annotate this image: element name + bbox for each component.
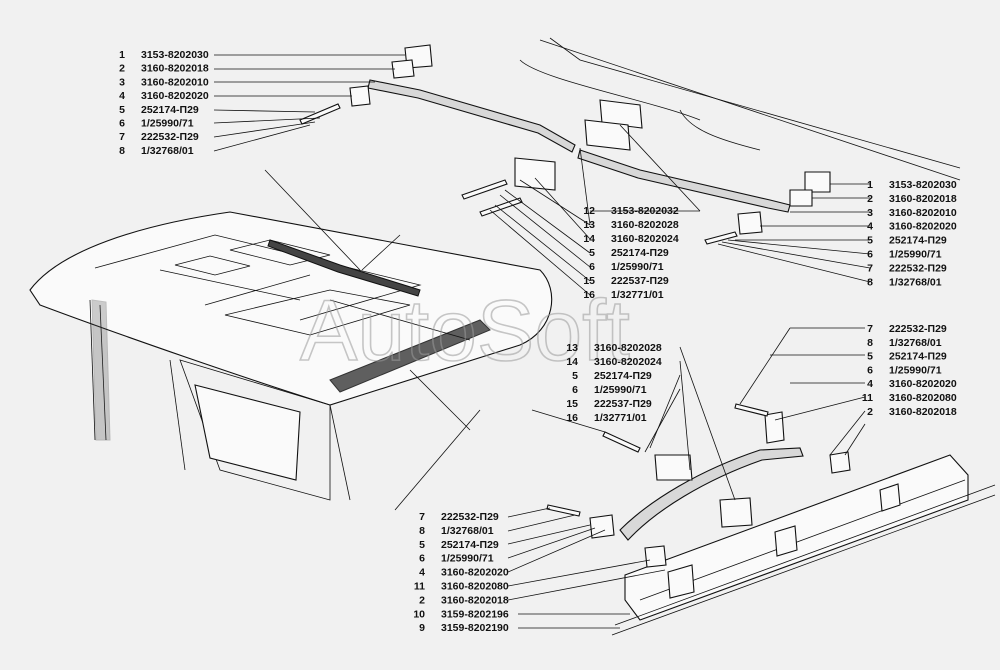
callout-part-code: 3160-8202020 — [141, 90, 209, 102]
callout-part-code: 3153-8202030 — [889, 179, 957, 191]
callout-part-code: 3160-8202024 — [594, 356, 662, 368]
callout-number: 6 — [867, 364, 873, 376]
callout-number: 11 — [862, 392, 873, 404]
callout-number: 5 — [867, 351, 873, 363]
callout-number: 15 — [566, 398, 578, 410]
callout-number: 11 — [414, 581, 425, 593]
callout-number: 16 — [566, 412, 578, 424]
callout-number: 8 — [867, 276, 873, 288]
callout-number: 4 — [419, 567, 425, 579]
callout-part-code: 3160-8202018 — [889, 406, 957, 418]
callout-number: 4 — [867, 378, 873, 390]
callout-part-code: 1/25990/71 — [889, 364, 942, 376]
callout-number: 5 — [589, 247, 595, 259]
callout-part-code: 1/25990/71 — [889, 249, 942, 261]
callout-part-code: 252174-П29 — [889, 235, 947, 247]
callout-number: 6 — [572, 384, 578, 396]
lower-side-rail — [546, 403, 996, 636]
callout-part-code: 222532-П29 — [889, 323, 947, 335]
callout-number: 8 — [119, 145, 125, 157]
callout-number: 16 — [583, 289, 595, 301]
callout-part-code: 1/25990/71 — [611, 261, 664, 273]
callout-number: 4 — [867, 221, 873, 233]
callout-part-code: 3160-8202080 — [441, 581, 509, 593]
callout-number: 5 — [867, 235, 873, 247]
callout-part-code: 1/25990/71 — [594, 384, 647, 396]
callout-part-code: 3160-8202010 — [141, 76, 209, 88]
callout-part-code: 222537-П29 — [611, 275, 669, 287]
callout-part-code: 3160-8202024 — [611, 233, 679, 245]
callout-number: 6 — [867, 249, 873, 261]
callout-number: 2 — [867, 406, 873, 418]
callout-part-code: 1/25990/71 — [441, 553, 494, 565]
callout-part-code: 3160-8202010 — [889, 207, 957, 219]
callout-number: 6 — [589, 261, 595, 273]
callout-number: 4 — [119, 90, 125, 102]
callout-number: 5 — [572, 370, 578, 382]
callout-part-code: 3160-8202018 — [441, 594, 509, 606]
callout-number: 7 — [867, 262, 873, 274]
callout-labels: 1 3153-8202030 2 3160-8202018 3 3160-8202010 4… — [119, 49, 957, 634]
callout-number: 3 — [119, 76, 125, 88]
callout-part-code: 1/32768/01 — [889, 276, 942, 288]
callout-part-code: 3160-8202080 — [889, 392, 957, 404]
callout-number: 2 — [119, 63, 125, 75]
callout-part-code: 3159-8202190 — [441, 622, 509, 634]
callout-part-code: 1/32768/01 — [889, 337, 942, 349]
callout-part-code: 222532-П29 — [441, 511, 499, 523]
callout-part-code: 1/32768/01 — [441, 525, 494, 537]
callout-part-code: 3153-8202032 — [611, 205, 679, 217]
callout-part-code: 3160-8202020 — [441, 567, 509, 579]
callout-number: 14 — [583, 233, 595, 245]
callout-part-code: 252174-П29 — [141, 104, 199, 116]
callout-number: 13 — [566, 342, 578, 354]
callout-part-code: 252174-П29 — [594, 370, 652, 382]
callout-part-code: 1/32768/01 — [141, 145, 194, 157]
callout-number: 1 — [867, 179, 873, 191]
callout-number: 8 — [867, 337, 873, 349]
callout-number: 10 — [413, 608, 425, 620]
callout-part-code: 3160-8202018 — [141, 63, 209, 75]
callout-number: 7 — [867, 323, 873, 335]
callout-part-code: 3160-8202028 — [594, 342, 662, 354]
callout-number: 6 — [119, 118, 125, 130]
callout-number: 3 — [867, 207, 873, 219]
callout-part-code: 3160-8202028 — [611, 219, 679, 231]
watermark: AutoSoft — [300, 283, 630, 379]
callout-part-code: 1/25990/71 — [141, 118, 194, 130]
callout-part-code: 3153-8202030 — [141, 49, 209, 61]
callout-number: 12 — [583, 205, 595, 217]
leader-lines — [213, 54, 871, 629]
callout-number: 5 — [119, 104, 125, 116]
callout-part-code: 3160-8202020 — [889, 221, 957, 233]
callout-number: 7 — [419, 511, 425, 523]
vehicle-body — [29, 211, 553, 501]
callout-part-code: 222532-П29 — [141, 131, 199, 143]
callout-number: 2 — [419, 594, 425, 606]
callout-number: 1 — [119, 49, 125, 61]
callout-part-code: 1/32771/01 — [594, 412, 647, 424]
callout-number: 8 — [419, 525, 425, 537]
callout-number: 13 — [583, 219, 595, 231]
callout-part-code: 3160-8202020 — [889, 378, 957, 390]
callout-number: 7 — [119, 131, 125, 143]
callout-number: 2 — [867, 193, 873, 205]
upper-roof-rail — [299, 37, 961, 245]
callout-number: 15 — [583, 275, 595, 287]
callout-part-code: 222532-П29 — [889, 262, 947, 274]
callout-number: 5 — [419, 539, 425, 551]
callout-part-code: 1/32771/01 — [611, 289, 664, 301]
callout-part-code: 3160-8202018 — [889, 193, 957, 205]
callout-part-code: 252174-П29 — [441, 539, 499, 551]
callout-part-code: 222537-П29 — [594, 398, 652, 410]
callout-part-code: 252174-П29 — [889, 351, 947, 363]
callout-number: 9 — [419, 622, 425, 634]
callout-part-code: 252174-П29 — [611, 247, 669, 259]
callout-part-code: 3159-8202196 — [441, 608, 509, 620]
callout-number: 6 — [419, 553, 425, 565]
callout-number: 14 — [566, 356, 578, 368]
